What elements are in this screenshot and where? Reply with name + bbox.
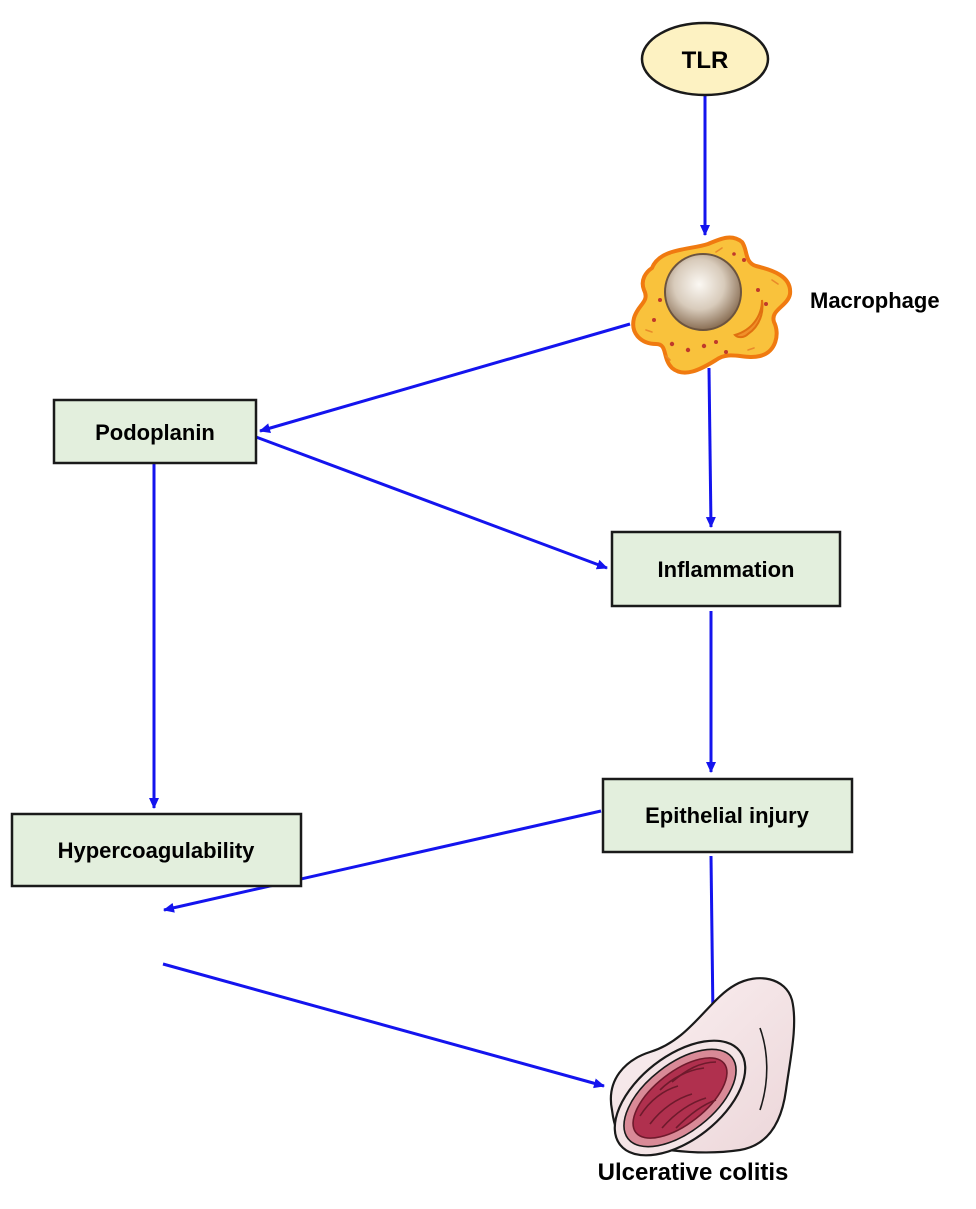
hypercoagulability-label: Hypercoagulability — [58, 838, 256, 863]
node-hypercoagulability: Hypercoagulability — [12, 814, 301, 886]
inflammation-label: Inflammation — [658, 557, 795, 582]
node-tlr: TLR — [642, 23, 768, 95]
edge-hypercoagulability-colitis — [163, 964, 604, 1086]
ulcerative-colitis-label: Ulcerative colitis — [598, 1159, 789, 1186]
macrophage-cell-icon — [633, 238, 790, 373]
macrophage-nucleus — [665, 254, 741, 330]
edge-macrophage-podoplanin — [260, 324, 630, 431]
node-podoplanin: Podoplanin — [54, 400, 256, 463]
edge-epithelial-colitis — [711, 856, 713, 1018]
podoplanin-label: Podoplanin — [95, 420, 215, 445]
edge-macrophage-inflammation — [709, 368, 711, 527]
node-epithelial-injury: Epithelial injury — [603, 779, 852, 852]
colon-segment-icon — [594, 978, 794, 1178]
node-inflammation: Inflammation — [612, 532, 840, 606]
tlr-label: TLR — [682, 47, 729, 74]
epithelial-injury-label: Epithelial injury — [645, 803, 810, 828]
macrophage-label: Macrophage — [810, 288, 940, 313]
edge-podoplanin-inflammation — [256, 437, 607, 568]
